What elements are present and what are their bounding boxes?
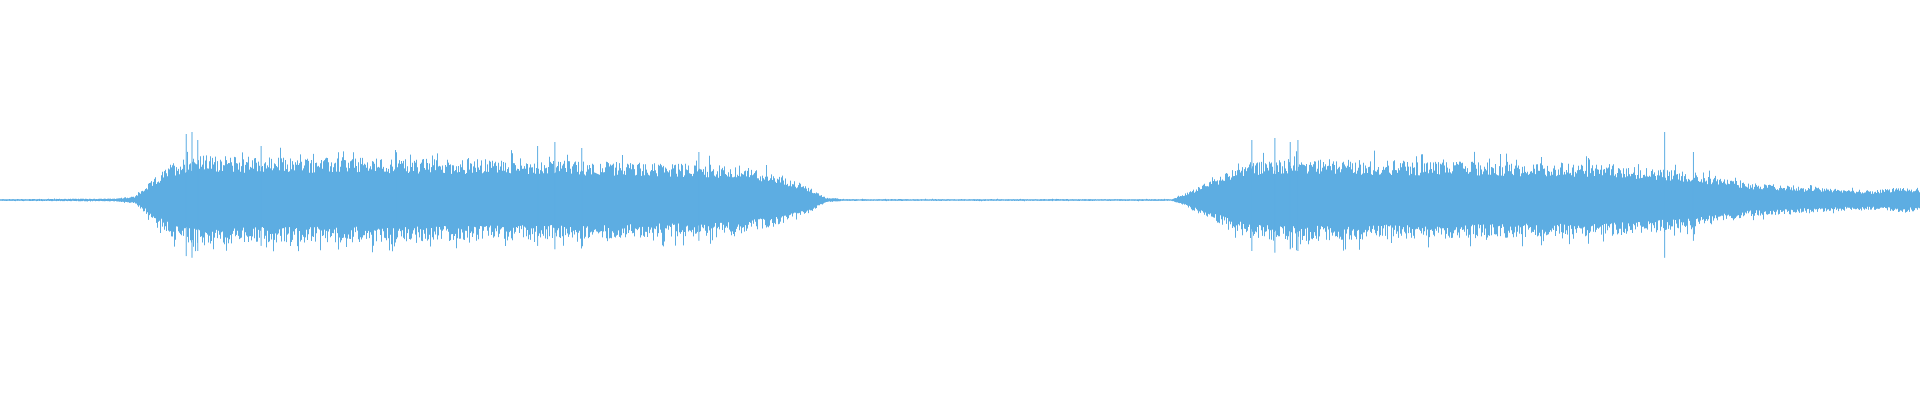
waveform-samples [0,132,1920,258]
waveform-body [0,147,1920,253]
